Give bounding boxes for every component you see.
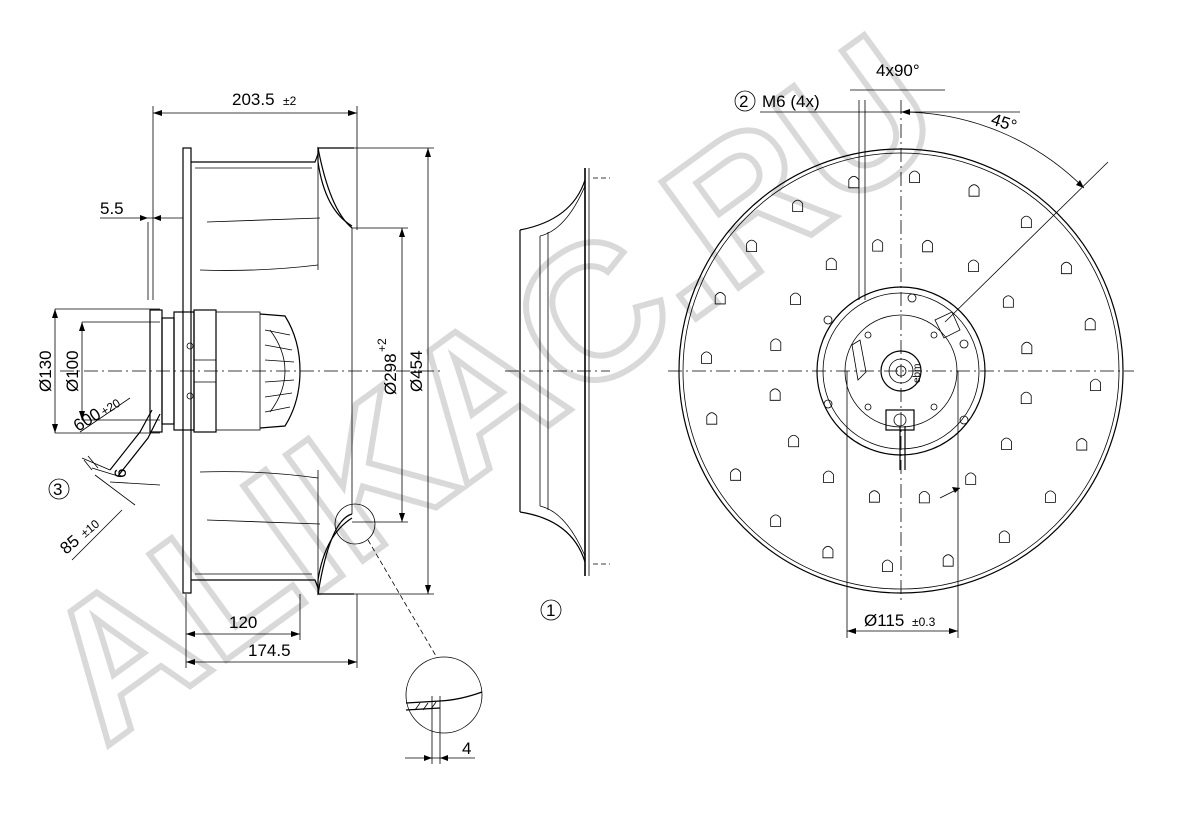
blade-slot — [822, 545, 834, 559]
callout-1: 1 — [546, 601, 555, 620]
side-view: 203.5 ±2 5.5 Ø130 Ø100 600 +20 6 85 ±10 … — [36, 90, 483, 764]
blade-slot — [730, 468, 742, 481]
blade-slot — [942, 554, 954, 567]
blade-slot — [1060, 261, 1072, 275]
blade-slot — [1044, 490, 1056, 503]
dim-flange-offset: 5.5 — [100, 199, 124, 218]
blade-slot — [918, 490, 930, 504]
front-view: ebm 2 M6 (4x) 4x90° 45° Ø115 ±0.3 — [668, 61, 1134, 638]
blade-slot — [1020, 391, 1032, 405]
dim-len-120: 120 — [229, 613, 257, 632]
blade-slot — [1002, 295, 1014, 308]
blade-slot — [714, 292, 726, 305]
callout-2-circle — [734, 90, 756, 112]
dim-cable-strip: 6 — [111, 469, 130, 478]
dim-thread: M6 (4x) — [762, 92, 820, 111]
callout-3: 3 — [53, 480, 62, 499]
callout-3-circle — [48, 478, 70, 500]
dim-angle-4x90: 4x90° — [876, 61, 920, 80]
blade-slot — [769, 388, 781, 401]
dim-overall-length: 203.5 — [232, 90, 275, 109]
callout-1-circle — [540, 599, 562, 621]
blade-slot — [792, 199, 804, 213]
dim-d115-tol: ±0.3 — [912, 615, 936, 629]
dim-d115: Ø115 — [864, 611, 904, 630]
dim-cable-end-tol: ±10 — [78, 517, 103, 541]
blade-slot — [1076, 438, 1088, 451]
blade-slot — [881, 559, 893, 572]
dim-cable-end: 85 — [56, 531, 83, 558]
blade-slot — [968, 259, 979, 272]
blade-slot — [1001, 437, 1012, 450]
blade-slot — [965, 472, 977, 485]
blade-slot — [788, 434, 800, 448]
blade-slot — [823, 470, 834, 483]
blade-slot — [770, 338, 782, 351]
blade-slot — [1084, 317, 1096, 331]
blade-slot — [746, 239, 758, 253]
dim-overall-length-tol: ±2 — [283, 94, 297, 108]
blade-slot — [968, 184, 980, 197]
blade-slot — [1021, 341, 1033, 355]
dim-cable-length-tol: +20 — [98, 396, 123, 419]
dim-d454: Ø454 — [407, 350, 426, 392]
blade-slot — [770, 514, 782, 527]
dim-d100: Ø100 — [63, 350, 82, 392]
inlet-nozzle-view: 1 — [505, 168, 610, 621]
dim-angle-45: 45° — [989, 110, 1019, 136]
blade-slot — [868, 490, 880, 503]
blade-slot — [909, 170, 921, 183]
dim-d130: Ø130 — [36, 350, 55, 392]
blade-slot — [922, 239, 934, 253]
dim-d298-tol: +2 — [375, 338, 389, 352]
blade-slot — [1090, 378, 1101, 392]
blade-slot — [706, 412, 718, 425]
dim-d298: Ø298 — [381, 353, 400, 395]
blade-slots — [701, 170, 1101, 572]
dim-len-174: 174.5 — [248, 641, 291, 660]
blade-slot — [1020, 215, 1032, 229]
callout-2: 2 — [739, 92, 748, 111]
blade-slot — [701, 351, 712, 364]
blade-slot — [825, 257, 837, 271]
blade-slot — [790, 292, 801, 305]
dim-detail-4: 4 — [462, 739, 471, 758]
blade-slot — [998, 530, 1010, 543]
label-plate: ebm — [912, 364, 923, 383]
blade-slot — [872, 239, 884, 252]
